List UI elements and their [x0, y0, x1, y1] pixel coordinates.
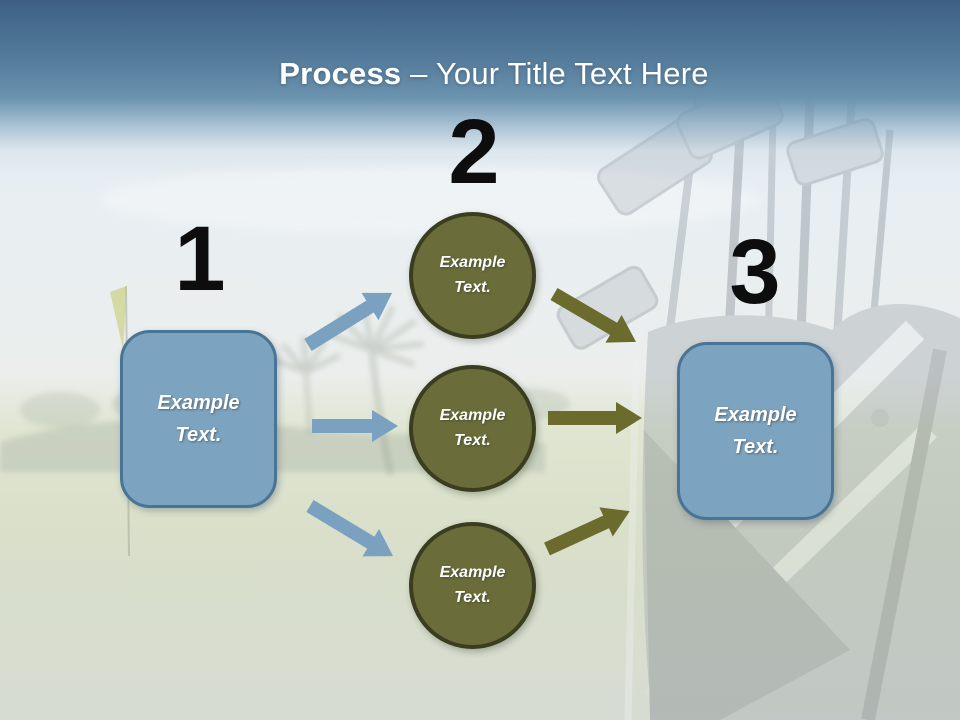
olive-arrow-right-icon[interactable] [548, 402, 642, 434]
step-number-1: 1 [174, 208, 226, 310]
process-box-step1[interactable]: Example Text. [120, 330, 277, 508]
process-circle-bottom-label: Example Text. [439, 563, 506, 606]
slide-title: Process – Your Title Text Here [14, 56, 960, 92]
process-box-step3-label: Example Text. [714, 404, 797, 458]
title-band [0, 0, 960, 175]
process-circle-top[interactable]: Example Text. [409, 212, 536, 339]
blue-arrow-right-icon[interactable] [312, 410, 398, 442]
olive-arrow-down-right-icon[interactable] [546, 280, 644, 356]
olive-arrow-up-right-icon[interactable] [540, 497, 636, 564]
palm-tree-icon [271, 303, 425, 475]
process-box-step1-label: Example Text. [157, 392, 240, 446]
process-box-step3[interactable]: Example Text. [677, 342, 834, 520]
process-circle-bottom[interactable]: Example Text. [409, 522, 536, 649]
process-circle-middle[interactable]: Example Text. [409, 365, 536, 492]
horizon-haze [100, 166, 760, 234]
title-keyword: Process [279, 56, 402, 91]
step-number-2: 2 [448, 101, 500, 203]
process-circle-middle-label: Example Text. [439, 406, 506, 449]
title-subtitle: – Your Title Text Here [410, 56, 709, 91]
process-circle-top-label: Example Text. [439, 253, 506, 296]
blue-arrow-up-right-icon[interactable] [300, 279, 401, 358]
step-number-3: 3 [729, 221, 781, 323]
blue-arrow-down-right-icon[interactable] [302, 492, 402, 570]
